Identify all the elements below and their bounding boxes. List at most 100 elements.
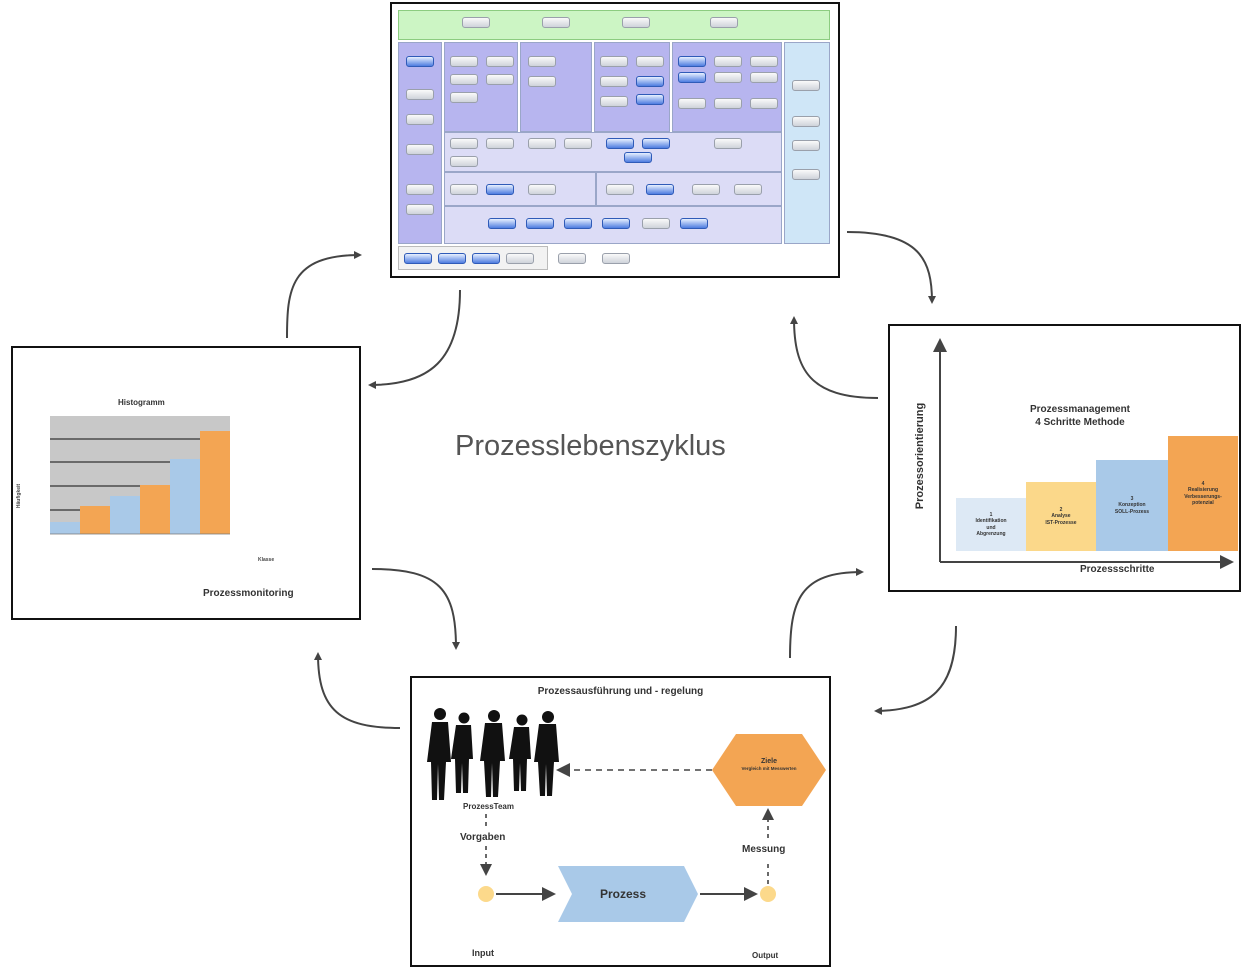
histogram-title: Histogramm: [118, 398, 165, 407]
process-box: [606, 138, 634, 149]
process-map-right-column: [784, 42, 830, 244]
arrow-map-to-method: [846, 231, 936, 304]
lifecycle-title: Prozesslebenszyklus: [455, 430, 726, 462]
process-box: [792, 116, 820, 127]
process-box: [528, 76, 556, 87]
process-box: [714, 138, 742, 149]
messung-label: Messung: [742, 844, 786, 855]
process-box: [450, 184, 478, 195]
process-box: [486, 138, 514, 149]
process-map-panel: [390, 2, 840, 278]
process-box: [792, 80, 820, 91]
process-box: [472, 253, 500, 264]
histogram-bar: [140, 485, 170, 534]
process-box: [600, 96, 628, 107]
arrow-histogram-to-execution: [371, 568, 460, 650]
process-box: [792, 140, 820, 151]
process-box: [486, 184, 514, 195]
process-box: [528, 138, 556, 149]
arrow-execution-to-histogram: [314, 652, 401, 729]
process-box: [750, 56, 778, 67]
process-box: [558, 253, 586, 264]
method-x-axis-label: Prozessschritte: [1080, 564, 1155, 575]
method-step-label: 4 Realisierung Verbesserungs- potenzial: [1184, 481, 1222, 506]
process-box: [606, 184, 634, 195]
process-box: [710, 17, 738, 28]
process-box: [642, 138, 670, 149]
process-box: [542, 17, 570, 28]
process-box: [734, 184, 762, 195]
arrow-method-to-execution: [874, 625, 957, 715]
process-box: [450, 74, 478, 85]
process-box: [488, 218, 516, 229]
histogram-bar: [80, 506, 110, 534]
process-box: [642, 218, 670, 229]
arrow-map-to-histogram: [368, 289, 461, 389]
method-step-label: 2 Analyse IST-Prozesse: [1045, 507, 1077, 526]
ziele-subtitle: Vergleich mit Messwerten: [741, 766, 797, 772]
process-box: [636, 76, 664, 87]
histogram-bar: [110, 496, 140, 534]
process-box: [600, 56, 628, 67]
process-box: [438, 253, 466, 264]
process-box: [750, 72, 778, 83]
process-box: [404, 253, 432, 264]
method-step-2: 2 Analyse IST-Prozesse: [1026, 482, 1096, 551]
process-chevron: [558, 866, 698, 922]
process-box: [406, 204, 434, 215]
process-box: [678, 72, 706, 83]
arrow-execution-to-method: [789, 568, 864, 659]
method-step-label: 1 Identifikation und Abgrenzung: [975, 512, 1007, 537]
process-box: [646, 184, 674, 195]
process-box: [406, 144, 434, 155]
process-box: [462, 17, 490, 28]
process-box: [636, 56, 664, 67]
process-box: [406, 56, 434, 67]
process-box: [624, 152, 652, 163]
execution-panel: Prozessausführung und - regelung Prozess…: [410, 676, 831, 967]
process-box: [406, 184, 434, 195]
method-step-3: 3 Konzeption SOLL-Prozess: [1096, 460, 1168, 551]
process-label: Prozess: [600, 887, 647, 901]
process-box: [636, 94, 664, 105]
process-box: [792, 169, 820, 180]
process-box: [622, 17, 650, 28]
histogram-bar: [200, 431, 230, 534]
process-box: [486, 56, 514, 67]
process-box: [564, 218, 592, 229]
process-box: [450, 138, 478, 149]
process-box: [450, 92, 478, 103]
input-dot: [478, 886, 494, 902]
process-box: [602, 218, 630, 229]
ziele-hexagon: [712, 734, 826, 806]
process-box: [526, 218, 554, 229]
process-box: [528, 56, 556, 67]
process-box: [602, 253, 630, 264]
vorgaben-label: Vorgaben: [460, 832, 506, 843]
method-title-line2: 4 Schritte Methode: [1035, 416, 1125, 428]
process-box: [692, 184, 720, 195]
process-box: [714, 72, 742, 83]
process-box: [750, 98, 778, 109]
arrow-histogram-to-map: [286, 251, 362, 339]
method-step-1: 1 Identifikation und Abgrenzung: [956, 498, 1026, 551]
ziele-title: Ziele: [761, 758, 777, 765]
method-title: Prozessmanagement 4 Schritte Methode: [1000, 404, 1160, 429]
histogram-chart: [50, 416, 230, 535]
input-label: Input: [472, 948, 494, 958]
team-silhouette-icon: [427, 708, 559, 800]
execution-flow: [478, 734, 826, 922]
histogram-caption: Prozessmonitoring: [203, 588, 294, 599]
process-box: [714, 98, 742, 109]
process-box: [450, 56, 478, 67]
team-label: ProzessTeam: [463, 802, 514, 811]
histogram-bar: [170, 459, 200, 534]
process-box: [678, 98, 706, 109]
process-box: [486, 74, 514, 85]
output-dot: [760, 886, 776, 902]
process-box: [564, 138, 592, 149]
ziele-text: Ziele Vergleich mit Messwerten: [734, 758, 804, 772]
histogram-panel: Histogramm Häufigkeit Klasse Prozessmoni…: [11, 346, 361, 620]
process-box: [678, 56, 706, 67]
process-box: [406, 114, 434, 125]
